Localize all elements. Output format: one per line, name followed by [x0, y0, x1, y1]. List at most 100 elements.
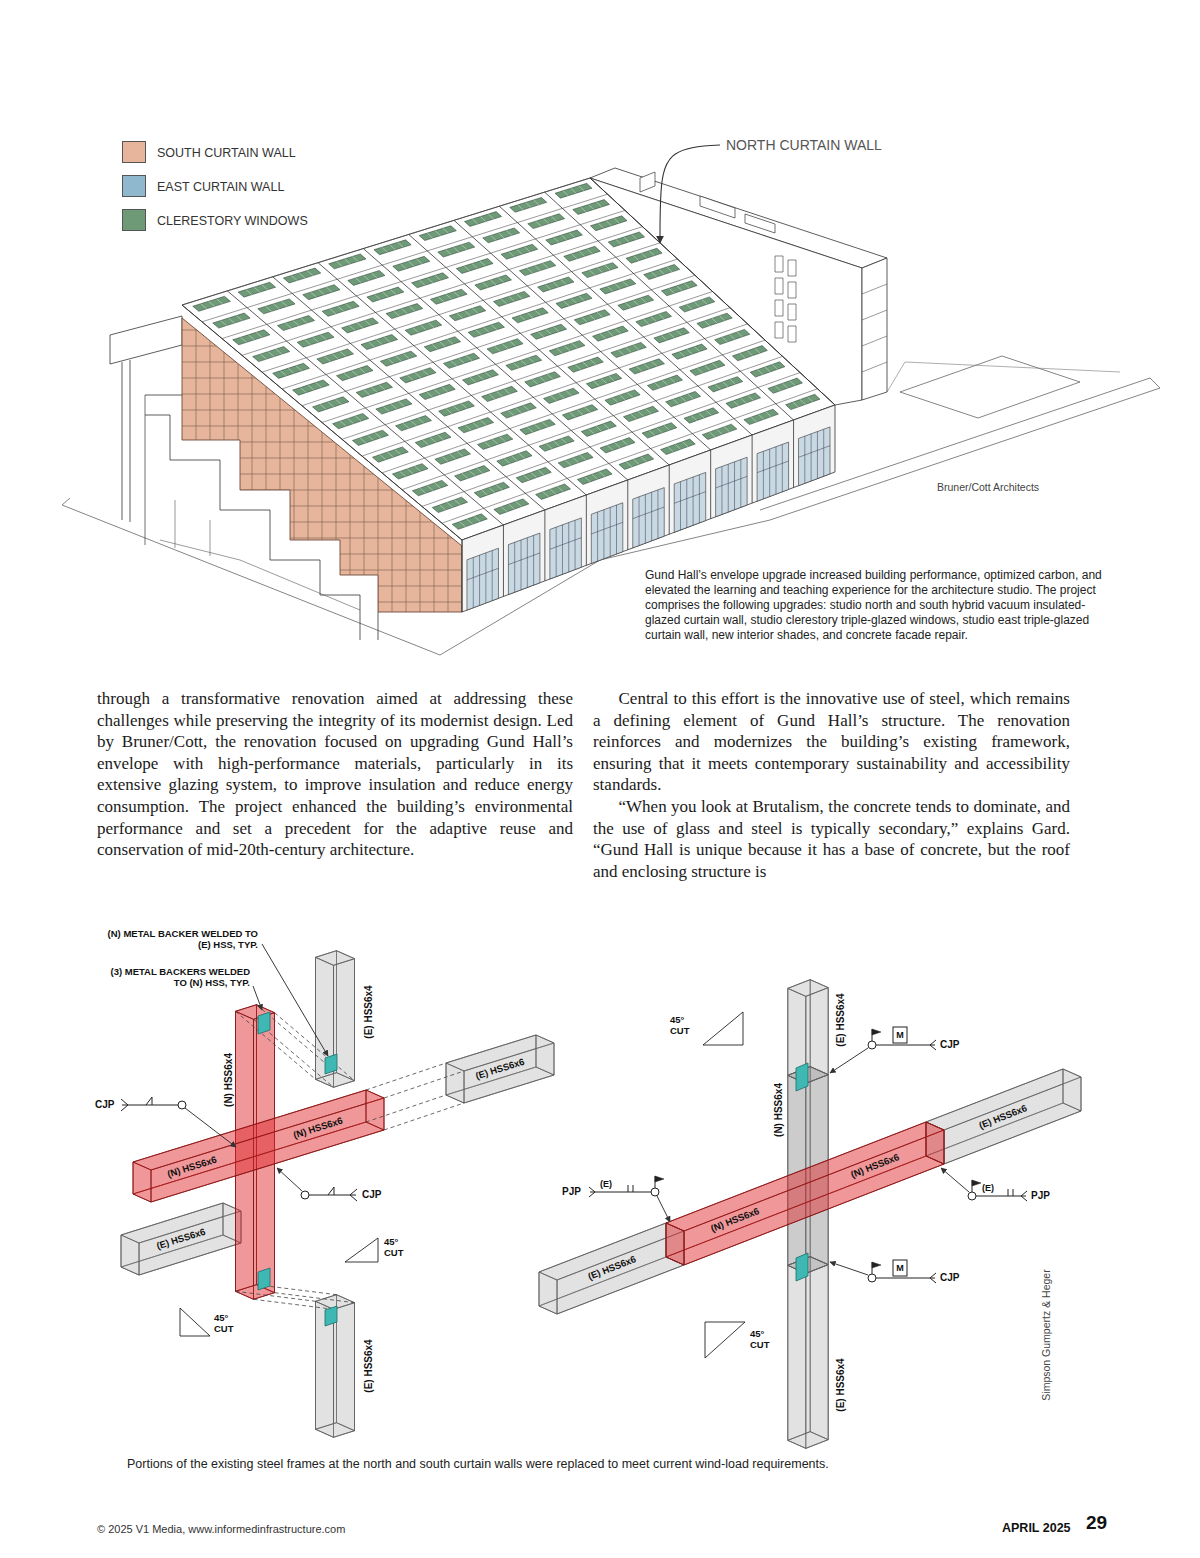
legend-label: CLERESTORY WINDOWS: [157, 213, 308, 229]
glazing-mullion: [610, 507, 611, 556]
window-mullion: [348, 419, 354, 424]
glazing-mullion: [657, 490, 658, 539]
glazing-mullion: [473, 557, 474, 607]
clerestory-window: [475, 275, 512, 290]
clerestory-window: [273, 363, 310, 378]
window-mullion: [464, 266, 470, 271]
facade-pier: [503, 525, 504, 596]
window-mullion: [580, 455, 586, 460]
member-label: (E) HSS6x4: [834, 993, 847, 1046]
window-mullion: [598, 223, 603, 228]
window-mullion: [380, 455, 386, 460]
clerestory-window: [317, 349, 354, 364]
square-groove-mark: [633, 1185, 634, 1192]
leader-line: [941, 1168, 969, 1192]
clerestory-window: [443, 353, 479, 368]
window-mullion: [229, 318, 235, 323]
floor-line: [862, 336, 887, 346]
clerestory-window: [213, 313, 250, 328]
member-end: [316, 951, 355, 966]
window-mullion: [313, 337, 319, 342]
window-mullion: [758, 370, 763, 375]
weld-all-around: [868, 1041, 876, 1049]
alignment-line: [254, 1299, 334, 1309]
window-mullion: [490, 280, 496, 285]
glazing-transom: [550, 538, 581, 550]
clerestory-window: [400, 368, 436, 383]
field-weld-flag: [872, 1262, 881, 1268]
window-mullion: [371, 273, 377, 278]
weld-tail: [930, 1278, 936, 1283]
clerestory-window: [661, 439, 696, 454]
square-groove-mark: [1013, 1189, 1014, 1196]
member-label: (E) HSS6x4: [362, 1339, 375, 1392]
window-mullion: [423, 370, 429, 375]
window-mullion: [577, 410, 583, 415]
clerestory-window: [684, 408, 719, 423]
window-mullion: [644, 364, 649, 369]
window-mullion: [399, 401, 405, 406]
window-mullion: [499, 233, 504, 238]
window-mullion: [615, 443, 621, 448]
tower-window: [788, 304, 796, 320]
clerestory-window: [396, 416, 432, 431]
glazing-mullion: [804, 436, 805, 483]
member-end: [446, 1063, 464, 1103]
window-mullion: [383, 407, 389, 412]
clerestory-window: [558, 452, 593, 467]
window-mullion: [274, 304, 280, 309]
window-mullion: [301, 318, 307, 323]
window-mullion: [387, 452, 393, 457]
window-mullion: [677, 286, 682, 291]
window-mullion: [420, 488, 426, 493]
clerestory-window: [768, 378, 803, 393]
window-mullion: [730, 379, 735, 384]
clerestory-window: [629, 359, 664, 374]
cut-angle-triangle: [345, 1238, 378, 1262]
glazing-mullion: [721, 466, 722, 514]
window-mullion: [594, 381, 600, 386]
glazing-mullion: [514, 542, 515, 592]
glazing-transom: [799, 446, 830, 458]
body-text: “When you look at Brutalism, the concret…: [593, 796, 1070, 882]
clerestory-window: [732, 346, 767, 361]
window-mullion: [352, 256, 358, 261]
window-mullion: [571, 188, 576, 193]
glazing-mullion: [680, 482, 681, 530]
window-mullion: [657, 428, 663, 433]
window-mullion: [557, 348, 563, 353]
window-mullion: [790, 381, 795, 386]
clerestory-window: [506, 355, 542, 370]
weld-label: CJP: [362, 1188, 381, 1201]
rooftop-unit: [700, 196, 735, 218]
window-mullion: [573, 458, 579, 463]
clerestory-window: [412, 273, 449, 288]
clerestory-window: [577, 469, 612, 484]
window-mullion: [571, 298, 576, 303]
clerestory-window: [666, 391, 701, 406]
window-mullion: [375, 433, 381, 438]
window-mullion: [715, 384, 720, 389]
window-mullion: [402, 309, 408, 314]
window-mullion: [543, 263, 548, 268]
tower-window: [775, 300, 783, 316]
east-glazing: [508, 533, 539, 594]
alignment-line: [236, 1011, 316, 1079]
window-mullion: [561, 235, 566, 240]
window-mullion: [517, 294, 523, 299]
window-mullion: [344, 373, 350, 378]
clerestory-window: [493, 291, 529, 306]
window-mullion: [400, 471, 406, 476]
clerestory-window: [419, 384, 455, 399]
window-mullion: [415, 466, 421, 471]
clerestory-window: [525, 372, 561, 387]
window-mullion: [554, 441, 560, 446]
window-mullion: [465, 311, 471, 316]
alignment-line: [366, 1063, 446, 1090]
window-mullion: [529, 358, 535, 363]
clerestory-window: [342, 318, 379, 333]
window-mullion: [262, 285, 268, 290]
window-mullion: [747, 351, 752, 356]
concrete-base: [160, 540, 360, 610]
window-mullion: [418, 418, 424, 423]
